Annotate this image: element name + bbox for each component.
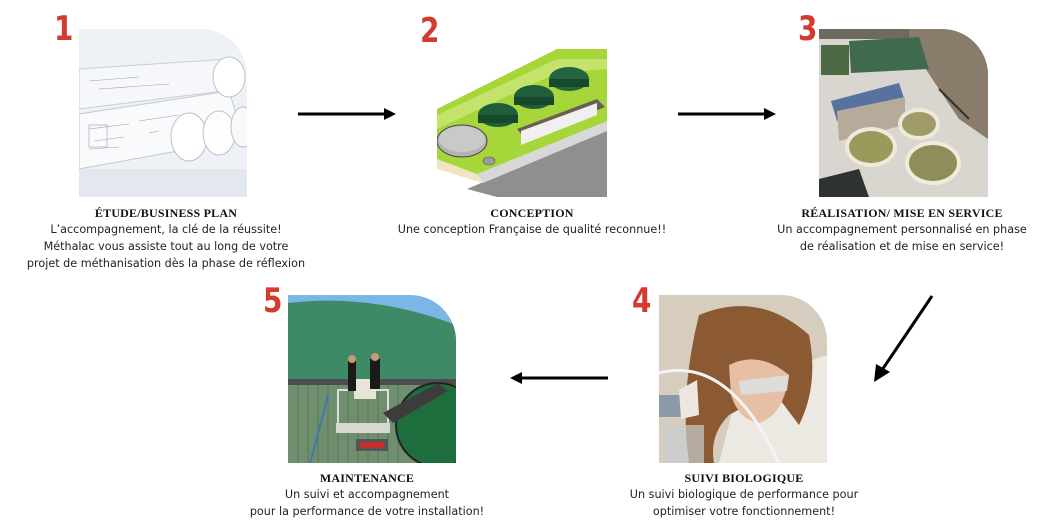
aerial-construction-site-image: [819, 29, 988, 197]
step-description-line: Une conception Française de qualité reco…: [397, 223, 667, 236]
step-title: SUIVI BIOLOGIQUE: [684, 471, 804, 485]
step-caption: MAINTENANCE Un suivi et accompagnement p…: [197, 470, 537, 520]
lab-technician-image: [659, 295, 827, 463]
step-description-line: Méthalac vous assiste tout au long de vo…: [43, 240, 289, 253]
step-description-line: L’accompagnement, la clé de la réussite!: [50, 223, 282, 236]
step-number: 5: [263, 281, 283, 321]
step-caption: ÉTUDE/BUSINESS PLAN L’accompagnement, la…: [0, 205, 336, 272]
step-caption: SUIVI BIOLOGIQUE Un suivi biologique de …: [574, 470, 914, 520]
step-caption: CONCEPTION Une conception Française de q…: [362, 205, 702, 238]
step-title: MAINTENANCE: [319, 471, 415, 485]
step-caption: RÉALISATION/ MISE EN SERVICE Un accompag…: [732, 205, 1064, 255]
step-description-line: pour la performance de votre installatio…: [249, 505, 485, 518]
rolled-blueprints-image: [79, 29, 247, 197]
step-title: RÉALISATION/ MISE EN SERVICE: [801, 206, 1003, 220]
step-number: 3: [798, 9, 818, 49]
step-number: 4: [632, 281, 652, 321]
arrow-right-icon: [298, 108, 396, 120]
step-description-line: de réalisation et de mise en service!: [799, 240, 1005, 253]
arrow-left-icon: [510, 372, 608, 384]
biogas-plant-render-image: [437, 49, 607, 197]
step-title: CONCEPTION: [490, 206, 574, 220]
step-description-line: Un suivi biologique de performance pour: [629, 488, 859, 501]
step-number: 2: [420, 11, 440, 51]
arrow-right-icon: [678, 108, 776, 120]
step-description-line: Un accompagnement personnalisé en phase: [777, 223, 1027, 236]
arrow-down-left-icon: [874, 295, 934, 382]
step-number: 1: [54, 9, 74, 49]
step-title: ÉTUDE/BUSINESS PLAN: [94, 206, 238, 220]
step-description-line: optimiser votre fonctionnement!: [652, 505, 836, 518]
step-description-line: Un suivi et accompagnement: [284, 488, 450, 501]
maintenance-lift-image: [288, 295, 456, 463]
step-description-line: projet de méthanisation dès la phase de …: [26, 257, 306, 270]
